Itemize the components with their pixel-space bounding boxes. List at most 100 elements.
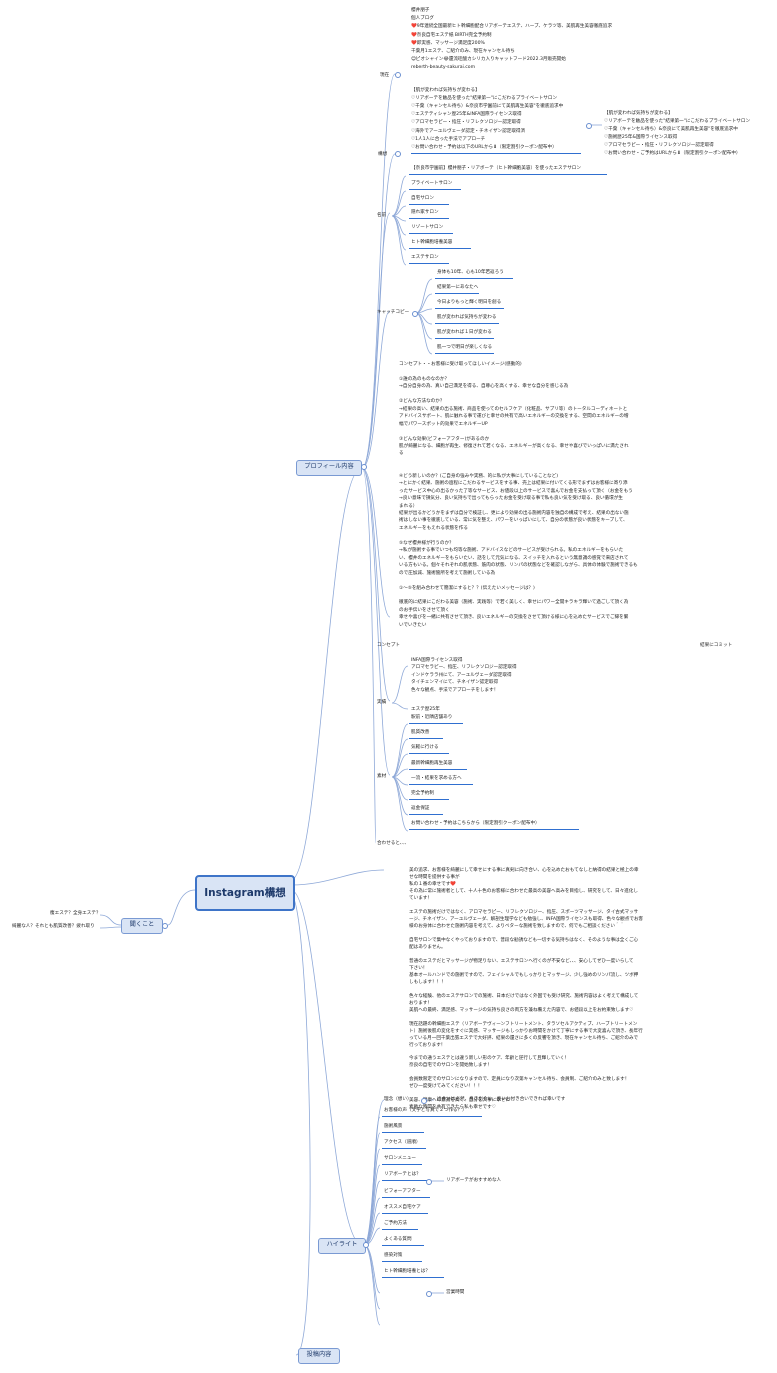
text-line: ♡リアボーテを触品を使った"結果第一"にこだわるプライベートサロン bbox=[604, 119, 751, 124]
node-underline bbox=[382, 1164, 422, 1166]
collapse-toggle-icon[interactable] bbox=[426, 1179, 432, 1185]
node-underline bbox=[409, 783, 473, 785]
text-line: 幸せや喜びを一緒に共有させて頂き、良いエネルギーの交換をさせて頂ける様に心を込め… bbox=[399, 615, 629, 621]
list-item[interactable]: 駅前・近隣店舗あり bbox=[411, 715, 453, 720]
list-item[interactable]: 感染対策 bbox=[384, 1252, 403, 1258]
node-underline bbox=[409, 814, 443, 816]
text-line: →自分自身の為、真い自己満足を得る、自尊心を高くする、幸せな自分を感じる為 bbox=[399, 384, 569, 390]
list-item[interactable]: お客様の声（文字と写真で２つ作る？） bbox=[384, 1108, 467, 1113]
text-line: ♡お問い合わせ・予約は以下のURLから⬇（限定割引クーポン配布中） bbox=[411, 144, 557, 150]
list-item[interactable]: 結果第一にあなたへ bbox=[437, 285, 479, 290]
collapse-toggle-icon[interactable] bbox=[412, 311, 418, 317]
text-line: 徹底的に結果にこだわる美容（施術、実践等）で若く美しく、幸せにパワー全開キラキラ… bbox=[399, 600, 629, 606]
list-item[interactable]: アクセス（道順） bbox=[384, 1140, 421, 1146]
list-item[interactable]: ヒト幹細胞培養とは？ bbox=[384, 1269, 430, 1274]
collapse-toggle-icon[interactable] bbox=[162, 923, 168, 929]
text-line: せな時間を提供する事が bbox=[409, 874, 460, 880]
list-item[interactable]: 完全予約制 bbox=[411, 791, 434, 796]
branch-post[interactable]: 投稿内容 bbox=[298, 1348, 340, 1364]
text-line: コンセプト・・お客様に受け取ってほしいイメージ(感動的) bbox=[399, 362, 522, 367]
text-line: ぜひ一度受けてみてください！！！ bbox=[409, 1084, 483, 1090]
node-underline bbox=[382, 1196, 430, 1198]
text-line: アロマセラピー、指圧、リフレクソロジー認定取得 bbox=[411, 665, 517, 671]
branch-highlight[interactable]: ハイライト bbox=[318, 1238, 366, 1254]
text-line: ♡海外でアーユルヴェーダ認定・チネイザン認定取得済 bbox=[411, 128, 526, 134]
list-item[interactable]: ビフォーアフター bbox=[384, 1188, 421, 1194]
text-line: ♡リアボーテを触品を使った"結果第一"にこだわるプライベートサロン bbox=[411, 96, 558, 102]
list-item[interactable]: プライベートサロン bbox=[411, 180, 453, 186]
text-line: ❤️奈良自宅エステ紙 BIRTH完全予約制 bbox=[411, 32, 492, 38]
concept-side-note: 結果にコミット bbox=[700, 643, 733, 648]
node-underline bbox=[382, 1180, 428, 1182]
list-item[interactable]: オススメ自宅ケア bbox=[384, 1204, 421, 1210]
text-line: INFA国際ライセンス取得 bbox=[411, 658, 463, 663]
text-line: アドバイスサポート、肌に触れる事で運びと幸せの共有で高いエネルギーの交換をする、… bbox=[399, 414, 629, 420]
list-item[interactable]: 気軽に行ける bbox=[411, 745, 439, 751]
list-item[interactable]: お問い合わせ・予約はこちらから（限定割引クーポン配布中） bbox=[411, 821, 540, 827]
text-line: →私が施術する事でいつも均等な施術、アドバイスなどのサービスが受けられる。私のエ… bbox=[399, 548, 624, 554]
collapse-toggle-icon[interactable] bbox=[395, 72, 401, 78]
branch-profile[interactable]: プロフィール内容 bbox=[296, 460, 362, 476]
text-line: のお手伝いをさせて頂く bbox=[399, 607, 450, 613]
node-underline bbox=[435, 278, 514, 279]
node-underline bbox=[409, 768, 467, 770]
text-line: 千葉月1エステ、ご紹介のみ、現在キャンセル待ち bbox=[411, 49, 515, 54]
text-line: ①誰の為のものなのか？ bbox=[399, 376, 450, 382]
list-item[interactable]: よくある質問 bbox=[384, 1236, 412, 1242]
collapse-toggle-icon[interactable] bbox=[363, 1242, 369, 1248]
list-item[interactable]: リゾートサロン bbox=[411, 225, 444, 231]
ask-item: 綺麗な人？それとも肌質改善？疲れ取り bbox=[12, 924, 95, 929]
concept-text-label: コンセプト bbox=[377, 643, 400, 648]
list-item[interactable]: ご予約方法 bbox=[384, 1220, 407, 1226]
text-line: 素敵な時間を共有できたら私も幸せです♡ bbox=[409, 1105, 496, 1111]
node-underline bbox=[382, 1148, 426, 1150]
node-underline bbox=[409, 738, 443, 740]
text-line: 【肌が変われば気持ちが変わる】 bbox=[411, 88, 480, 93]
collapse-toggle-icon[interactable] bbox=[586, 123, 592, 129]
text-line: 普通のエステだとマッサージが物足りない、エステサロンへ行くのが不安など、、、安心… bbox=[409, 958, 634, 964]
text-line: 個人ブログ bbox=[411, 16, 434, 22]
catch-label: キャッチコピー bbox=[377, 310, 410, 315]
list-item[interactable]: リアボーテとは？ bbox=[384, 1172, 421, 1178]
list-item[interactable]: ヒト幹細胞培養美容 bbox=[411, 240, 453, 245]
list-item[interactable]: 肌が変われば気持ちが変わる bbox=[437, 315, 497, 320]
node-underline bbox=[409, 723, 463, 724]
list-item[interactable]: 今日よりもっと輝く明日を創る bbox=[437, 300, 502, 305]
text-line: ています！ bbox=[409, 895, 432, 901]
current-label: 現在 bbox=[380, 73, 390, 78]
list-item[interactable]: サロンメニュー bbox=[384, 1156, 417, 1162]
node-underline bbox=[409, 248, 471, 249]
list-item[interactable]: 肌一つで明日が楽しくなる bbox=[437, 345, 493, 350]
list-item[interactable]: 身体も10年、心も10年若返ろう bbox=[437, 270, 504, 275]
text-line: 奈良の自宅でのサロンを開始致します！ bbox=[409, 1063, 492, 1069]
root-node[interactable]: Instagram構想 bbox=[195, 875, 295, 911]
collapse-toggle-icon[interactable] bbox=[361, 464, 367, 470]
text-line: 櫻井朋子 bbox=[411, 8, 430, 13]
list-item[interactable]: 肌質改善 bbox=[411, 730, 430, 736]
list-item[interactable]: 施術風景 bbox=[384, 1124, 403, 1130]
node-underline bbox=[409, 188, 461, 190]
list-item[interactable]: 自宅サロン bbox=[411, 195, 434, 201]
list-item[interactable]: 隠れ家サロン bbox=[411, 210, 439, 216]
node-underline bbox=[409, 174, 607, 175]
text-line: っている月一回千葉出張エステで大好評、結果の還さに多くの反響を頂き、現在キャンセ… bbox=[409, 1035, 639, 1041]
collapse-toggle-icon[interactable] bbox=[426, 1291, 432, 1297]
list-item[interactable]: 一流・結果を求める方へ bbox=[411, 775, 462, 781]
text-line: 術はしない事を徹底している、常に気を整え、パワーをいっぱいにして、自分の状態が良… bbox=[399, 518, 628, 524]
text-line: 【肌が変われば気持ちが変わる】 bbox=[604, 111, 673, 116]
text-line: エネルギーをもえれる状態を作る bbox=[399, 525, 468, 531]
list-item[interactable]: 【奈良市学園前】櫻井朋子・リアボーテ（ヒト幹細胞美容）を使ったエステサロン bbox=[411, 166, 581, 171]
collapse-toggle-icon[interactable] bbox=[421, 1098, 427, 1104]
list-item[interactable]: 返金保証 bbox=[411, 806, 430, 812]
text-line: ❤️9年連続全国最新ヒト幹細胞配合リアボーテエステ、ハーブ、ケラツ等、美肌再生美… bbox=[411, 24, 613, 30]
text-line: ト）施術後肌の変化をすぐに実感、マッサージもしっかりお時間をかけて丁寧にする事で… bbox=[409, 1028, 643, 1034]
collapse-toggle-icon[interactable] bbox=[395, 151, 401, 157]
branch-ask[interactable]: 聞くこと bbox=[121, 918, 163, 934]
text-line: ♡エステティシャン歴25年&INFA国際ライセンス取得 bbox=[411, 112, 522, 118]
list-item[interactable]: エステサロン bbox=[411, 254, 439, 260]
list-item[interactable]: 肌が変われば１日が変わる bbox=[437, 330, 492, 335]
text-line: ♡1人1人に合った手法でアプローチ bbox=[411, 136, 486, 142]
list-item[interactable]: 最新幹細胞再生美容 bbox=[411, 760, 453, 766]
text-line: ったサービス中心の出るかった了等なサービス、お値段以上のサービスで喜んでお金を支… bbox=[399, 488, 633, 494]
text-line: いる方もいる。個々それぞれの肌状態、筋肉の状態、リンパの状態などを確認しながら、… bbox=[399, 563, 638, 569]
